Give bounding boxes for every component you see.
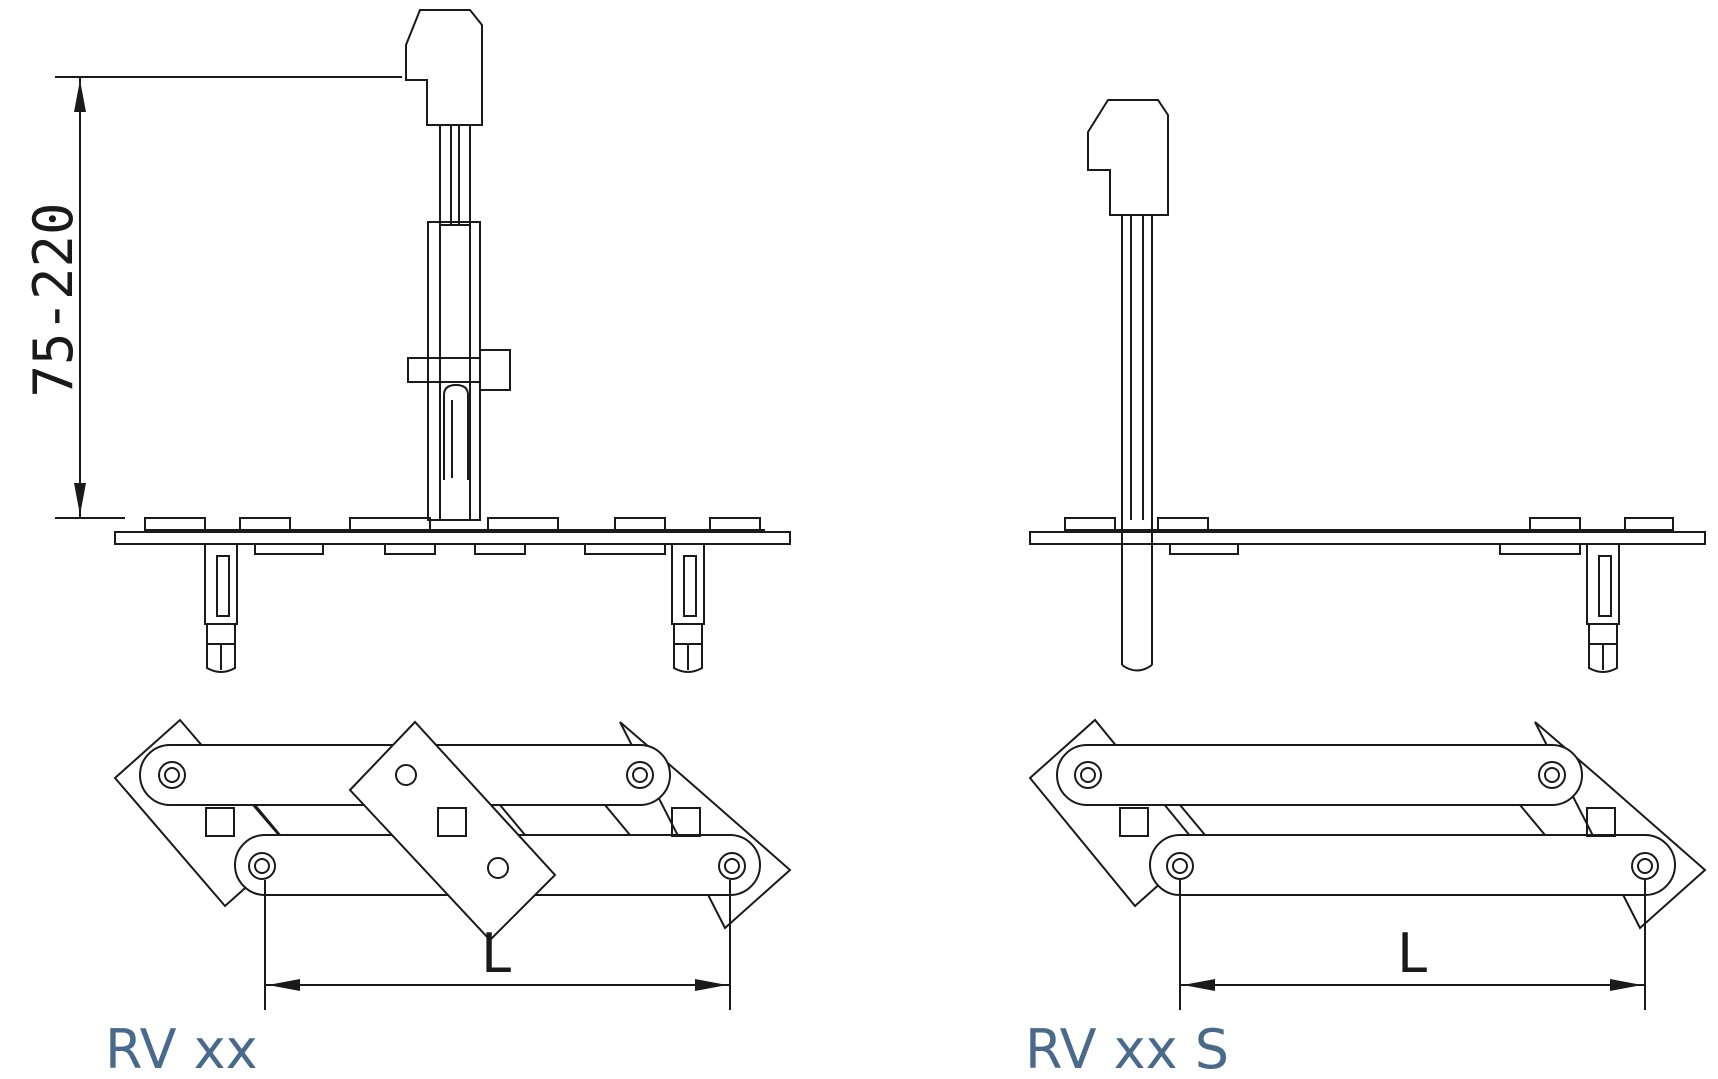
upper-link — [1056, 744, 1583, 806]
caption-rv-xx-s: RV xx S — [1025, 1018, 1229, 1079]
leg-left — [204, 543, 238, 673]
rv-xx-s-top-view: L — [1028, 718, 1707, 1010]
handle-grip — [1087, 99, 1169, 216]
clamp-knob — [479, 349, 511, 391]
rv-xx-top-view: L — [113, 718, 792, 1010]
height-dimension-label: 75-220 — [22, 202, 85, 397]
rv-xx-s-side-view — [1029, 99, 1706, 673]
leg-right — [671, 543, 705, 673]
pivot — [158, 761, 186, 789]
leg-right — [1586, 543, 1620, 673]
length-dimension-label: L — [481, 922, 514, 985]
link-bar — [114, 531, 791, 545]
lower-link — [1149, 834, 1676, 896]
length-dimension-label: L — [1397, 922, 1430, 985]
center-bracket — [348, 720, 557, 942]
rv-xx-side-view: 75-220 — [22, 9, 791, 673]
upper-rod — [439, 124, 471, 226]
link-bar — [1029, 531, 1706, 545]
handle-grip — [405, 9, 483, 126]
telescopic-tube — [427, 221, 481, 521]
caption-rv-xx: RV xx — [105, 1018, 258, 1079]
